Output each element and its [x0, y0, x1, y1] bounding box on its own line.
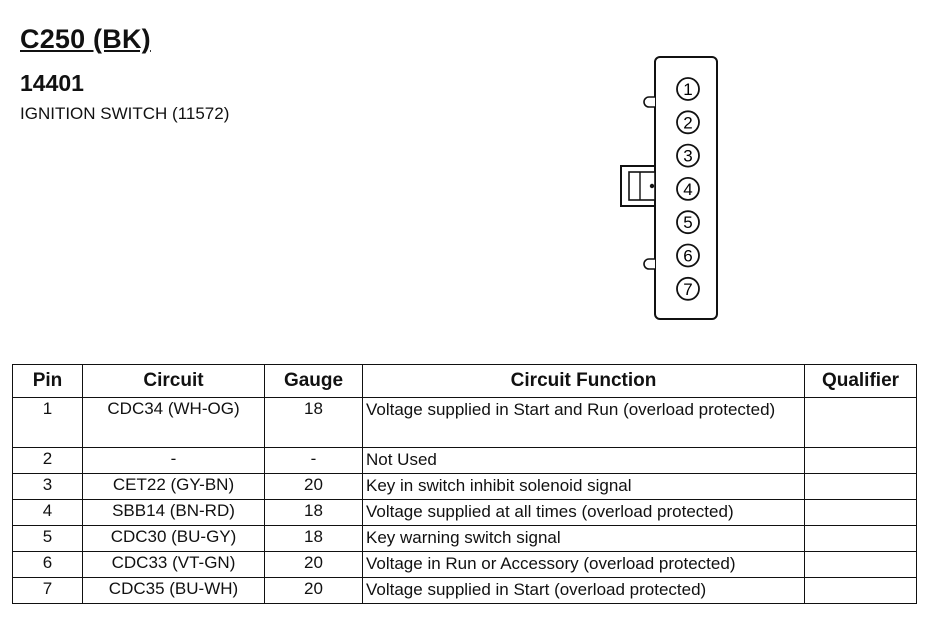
- table-row: 6 CDC33 (VT-GN) 20 Voltage in Run or Acc…: [12, 551, 917, 578]
- header-pin: Pin: [12, 364, 83, 398]
- cell-pin: 2: [12, 447, 83, 474]
- cell-qualifier: [804, 397, 917, 448]
- cell-circuit: -: [82, 447, 265, 474]
- cell-circuit-function: Key in switch inhibit solenoid signal: [362, 473, 805, 500]
- pin-5-circle: [676, 210, 700, 235]
- cell-gauge: 18: [264, 525, 363, 552]
- connector-notch-bottom: [643, 258, 655, 270]
- pin-1-label: 1: [683, 80, 692, 99]
- cell-gauge: 18: [264, 499, 363, 526]
- pin-2-circle: [676, 110, 700, 135]
- cell-circuit-function: Voltage supplied in Start and Run (overl…: [362, 397, 805, 448]
- cell-qualifier: [804, 499, 917, 526]
- cell-circuit: CDC33 (VT-GN): [82, 551, 265, 578]
- table-row: 5 CDC30 (BU-GY) 18 Key warning switch si…: [12, 525, 917, 552]
- cell-qualifier: [804, 525, 917, 552]
- cell-gauge: 20: [264, 473, 363, 500]
- table-row: 1 CDC34 (WH-OG) 18 Voltage supplied in S…: [12, 397, 917, 448]
- part-number: 14401: [20, 70, 84, 96]
- cell-pin: 7: [12, 577, 83, 604]
- header-gauge: Gauge: [264, 364, 363, 398]
- cell-circuit-function: Voltage supplied at all times (overload …: [362, 499, 805, 526]
- cell-pin: 3: [12, 473, 83, 500]
- cell-qualifier: [804, 473, 917, 500]
- connector-notch-top: [643, 96, 655, 108]
- component-name: IGNITION SWITCH (11572): [20, 104, 230, 123]
- pin-6-label: 6: [683, 247, 692, 266]
- cell-pin: 5: [12, 525, 83, 552]
- pin-1-circle: [676, 77, 700, 101]
- cell-circuit: CET22 (GY-BN): [82, 473, 265, 500]
- pin-4-label: 4: [683, 180, 692, 199]
- header-qualifier: Qualifier: [804, 364, 917, 398]
- cell-circuit-function: Voltage supplied in Start (overload prot…: [362, 577, 805, 604]
- table-row: 2 - - Not Used: [12, 447, 917, 474]
- header-circuit: Circuit: [82, 364, 265, 398]
- cell-circuit: CDC30 (BU-GY): [82, 525, 265, 552]
- cell-qualifier: [804, 551, 917, 578]
- pin-3-circle: [676, 143, 700, 168]
- pin-3-label: 3: [683, 147, 692, 166]
- table-row: 7 CDC35 (BU-WH) 20 Voltage supplied in S…: [12, 577, 917, 604]
- pin-2-label: 2: [683, 113, 692, 132]
- cell-qualifier: [804, 577, 917, 604]
- cell-circuit-function: Key warning switch signal: [362, 525, 805, 552]
- cell-circuit-function: Not Used: [362, 447, 805, 474]
- cell-pin: 6: [12, 551, 83, 578]
- connector-face-svg: 1 2 3 4 5 6 7: [620, 56, 718, 320]
- cell-circuit: CDC35 (BU-WH): [82, 577, 265, 604]
- cell-gauge: 20: [264, 577, 363, 604]
- pin-6-circle: [676, 243, 700, 268]
- connector-id: C250 (BK): [20, 24, 151, 54]
- cell-qualifier: [804, 447, 917, 474]
- cell-circuit: SBB14 (BN-RD): [82, 499, 265, 526]
- table-row: 4 SBB14 (BN-RD) 18 Voltage supplied at a…: [12, 499, 917, 526]
- pin-7-label: 7: [683, 280, 692, 299]
- table-header-row: Pin Circuit Gauge Circuit Function Quali…: [12, 364, 917, 398]
- cell-pin: 1: [12, 397, 83, 448]
- cell-gauge: 20: [264, 551, 363, 578]
- pin-5-label: 5: [683, 213, 692, 232]
- header-circuit-function: Circuit Function: [362, 364, 805, 398]
- cell-circuit: CDC34 (WH-OG): [82, 397, 265, 448]
- pinout-table: Pin Circuit Gauge Circuit Function Quali…: [12, 364, 917, 604]
- cell-pin: 4: [12, 499, 83, 526]
- cell-circuit-function: Voltage in Run or Accessory (overload pr…: [362, 551, 805, 578]
- cell-gauge: 18: [264, 397, 363, 448]
- pin-7-circle: [676, 276, 700, 301]
- connector-face-diagram: 1 2 3 4 5 6 7: [600, 45, 730, 335]
- table-row: 3 CET22 (GY-BN) 20 Key in switch inhibit…: [12, 473, 917, 500]
- pin-4-circle: [676, 176, 700, 201]
- cell-gauge: -: [264, 447, 363, 474]
